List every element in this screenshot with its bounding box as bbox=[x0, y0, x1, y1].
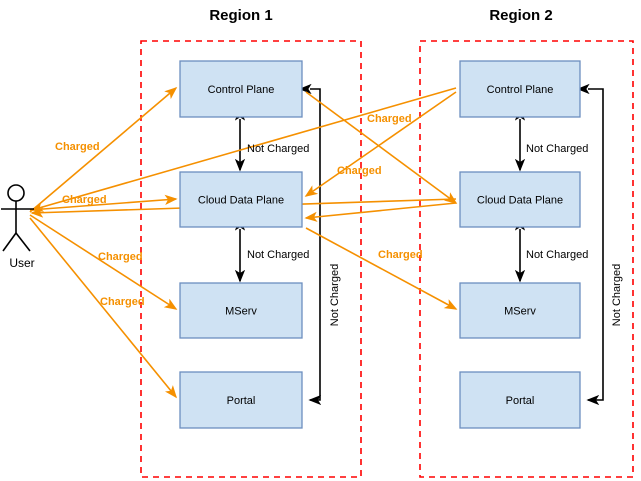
charged-edge-cp1-to-cdp2 bbox=[305, 91, 458, 204]
node-mserv[interactable]: MServ bbox=[179, 282, 303, 339]
node-box-mserv[interactable] bbox=[179, 282, 303, 339]
actor-leg-left bbox=[2, 232, 17, 252]
charged-edge-x-to-cdp1 bbox=[304, 202, 457, 222]
charged-edge-cdp1-to-cp2 bbox=[304, 91, 457, 197]
node-box-cloud-data-plane-2[interactable] bbox=[459, 171, 581, 228]
node-box-control-plane-2[interactable] bbox=[459, 60, 581, 118]
region-boundary-region-1 bbox=[140, 40, 362, 478]
not-charged-label-cp-cdp-label-2: Not Charged bbox=[526, 143, 588, 155]
not-charged-edge-cp2-pt2 bbox=[576, 83, 604, 406]
charged-edge-x-to-ms2 bbox=[305, 227, 458, 310]
node-label-mserv-2: MServ bbox=[504, 305, 536, 317]
not-charged-label-cdp-ms-label: Not Charged bbox=[247, 249, 309, 261]
region-boundary-region-2 bbox=[419, 40, 634, 478]
node-label-portal: Portal bbox=[227, 395, 256, 407]
region-title-region-2: Region 2 bbox=[489, 7, 552, 24]
node-label-portal-2: Portal bbox=[506, 395, 535, 407]
node-portal[interactable]: Portal bbox=[179, 371, 303, 429]
actor-user[interactable]: User bbox=[1, 184, 35, 270]
node-box-portal[interactable] bbox=[179, 371, 303, 429]
node-label-cloud-data-plane: Cloud Data Plane bbox=[198, 194, 284, 206]
not-charged-label-cdp-ms-label-2: Not Charged bbox=[526, 249, 588, 261]
charged-edge-user-to-cdp1 bbox=[29, 194, 178, 211]
node-control-plane[interactable]: Control Plane bbox=[179, 60, 303, 118]
charged-label-charged-3: Charged bbox=[98, 251, 143, 263]
charged-label-charged-6: Charged bbox=[337, 165, 382, 177]
charged-label-charged-1: Charged bbox=[55, 141, 100, 153]
user-actor: User bbox=[1, 184, 35, 270]
not-charged-label-cp-cdp-label: Not Charged bbox=[247, 143, 309, 155]
node-box-cloud-data-plane[interactable] bbox=[179, 171, 303, 228]
charged-edge-user-to-cp1 bbox=[29, 86, 178, 213]
node-mserv-2[interactable]: MServ bbox=[459, 282, 581, 339]
node-cloud-data-plane[interactable]: Cloud Data Plane bbox=[179, 171, 303, 228]
region-titles: Region 1 Region 2 bbox=[209, 7, 552, 24]
charged-edges bbox=[29, 86, 458, 399]
actor-leg-right bbox=[15, 232, 31, 252]
charged-label-charged-7: Charged bbox=[378, 249, 423, 261]
region-title-region-1: Region 1 bbox=[209, 7, 272, 24]
charged-edge-cp2-to-user bbox=[30, 87, 457, 212]
charged-edge-user-to-ms1 bbox=[29, 214, 178, 310]
node-box-mserv-2[interactable] bbox=[459, 282, 581, 339]
node-label-control-plane-2: Control Plane bbox=[487, 84, 554, 96]
node-cloud-data-plane-2[interactable]: Cloud Data Plane bbox=[459, 171, 581, 228]
node-box-portal-2[interactable] bbox=[459, 371, 581, 429]
region-boundaries bbox=[140, 40, 634, 478]
node-control-plane-2[interactable]: Control Plane bbox=[459, 60, 581, 118]
charged-label-charged-5: Charged bbox=[367, 113, 412, 125]
node-label-control-plane: Control Plane bbox=[208, 84, 275, 96]
not-charged-edge-cp1-pt1 bbox=[298, 83, 322, 406]
not-charged-label-side-label-2: Not Charged bbox=[611, 264, 623, 326]
charged-edge-user-to-pt1 bbox=[29, 217, 178, 399]
node-label-mserv: MServ bbox=[225, 305, 257, 317]
charged-label-charged-2: Charged bbox=[62, 194, 107, 206]
actor-head-icon bbox=[7, 184, 25, 202]
actor-label: User bbox=[9, 256, 34, 270]
not-charged-edges bbox=[234, 83, 604, 406]
node-label-cloud-data-plane-2: Cloud Data Plane bbox=[477, 194, 563, 206]
node-box-control-plane[interactable] bbox=[179, 60, 303, 118]
not-charged-label-side-label: Not Charged bbox=[329, 264, 341, 326]
charged-label-charged-4: Charged bbox=[100, 296, 145, 308]
node-portal-2[interactable]: Portal bbox=[459, 371, 581, 429]
